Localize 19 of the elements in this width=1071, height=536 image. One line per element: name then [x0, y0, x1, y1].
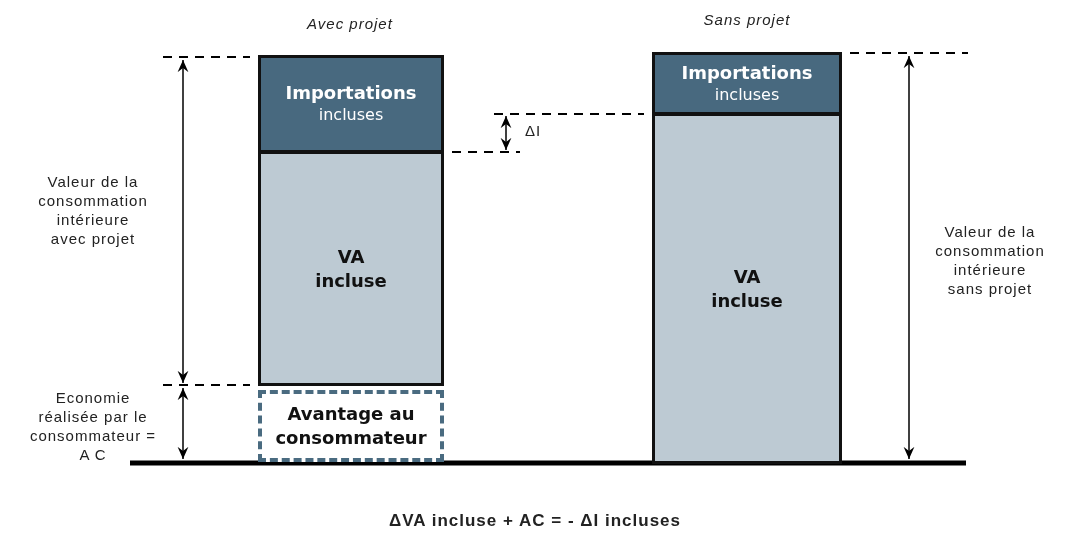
value-added-segment: [652, 113, 842, 464]
imports-segment: [652, 52, 842, 115]
segment-title: VA incluse: [710, 264, 784, 313]
segment-title: Avantage au consommateur: [274, 402, 428, 450]
segment-subtitle: incluses: [714, 83, 780, 106]
segment-title: Importations: [285, 82, 417, 104]
dimension-label: ΔI: [523, 121, 543, 140]
segment-subtitle: incluses: [318, 104, 384, 126]
consumer-benefit-box: [258, 390, 444, 462]
segment-title: Importations: [681, 61, 813, 84]
column-heading: Avec projet: [305, 14, 394, 33]
dimension-label: Valeur de la consommation intérieure avec projet: [37, 172, 149, 248]
value-added-segment: [258, 151, 444, 386]
equation-caption: ΔVA incluse + AC = - ΔI incluses: [388, 511, 682, 530]
imports-segment: [258, 55, 444, 153]
segment-title: VA incluse: [314, 244, 388, 293]
dimension-label: Economie réalisée par le consommateur = A C: [28, 388, 158, 464]
column-heading: Sans projet: [702, 10, 792, 29]
dimension-label: Valeur de la consommation intérieure sans projet: [934, 222, 1046, 298]
